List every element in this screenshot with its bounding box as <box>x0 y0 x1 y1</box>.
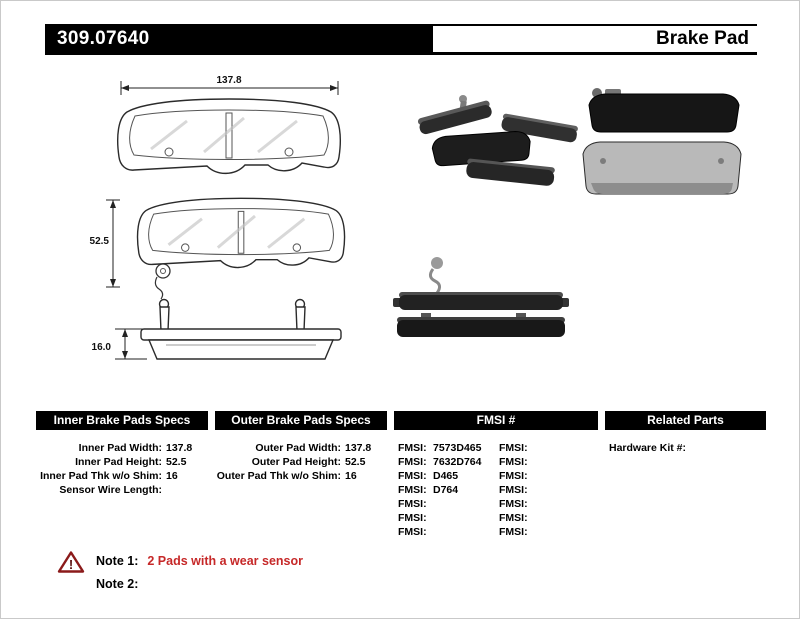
spec-value: 16 <box>345 470 357 482</box>
spec-row: Outer Pad Thk w/o Shim: 16 <box>215 469 387 483</box>
pad-side-profile-drawing <box>141 300 341 360</box>
spec-value: 137.8 <box>345 442 372 454</box>
fmsi-label: FMSI: <box>499 484 528 496</box>
inner-specs-rows: Inner Pad Width: 137.8 Inner Pad Height: 5… <box>36 441 208 497</box>
fmsi-value: D764 <box>433 484 459 496</box>
svg-text:!: ! <box>69 557 73 572</box>
warning-triangle-icon: ! <box>57 550 85 579</box>
fmsi-label: FMSI: <box>499 526 528 538</box>
inner-specs-section: Inner Brake Pads Specs Inner Pad Width: 1… <box>36 411 208 497</box>
product-type-area: Brake Pad <box>433 26 757 52</box>
note-2: Note 2: <box>96 577 147 591</box>
related-parts-section: Related Parts Hardware Kit #: <box>605 411 766 455</box>
spec-label: Outer Pad Thk w/o Shim: <box>216 470 341 482</box>
note-1-label: Note 1: <box>96 554 139 568</box>
inner-specs-header: Inner Brake Pads Specs <box>36 411 208 430</box>
note-2-label: Note 2: <box>96 577 139 591</box>
product-photo-pad-pair <box>583 88 741 194</box>
pad-front-drawing <box>116 97 342 175</box>
fmsi-column-2: FMSI: FMSI: FMSI: FMSI: FMSI: FMSI: FMSI… <box>495 441 596 539</box>
fmsi-row: FMSI: <box>398 497 495 511</box>
dimension-line-width <box>121 81 338 95</box>
fmsi-value: 7573D465 <box>433 442 482 454</box>
product-photo-pads-edge <box>393 257 569 337</box>
fmsi-value: D465 <box>433 470 459 482</box>
fmsi-row: FMSI: D465 <box>398 469 495 483</box>
fmsi-label: FMSI: <box>499 470 528 482</box>
related-row: Hardware Kit #: <box>605 441 766 455</box>
spec-label: Sensor Wire Length: <box>59 484 162 496</box>
related-parts-header: Related Parts <box>605 411 766 430</box>
spec-row: Inner Pad Height: 52.5 <box>36 455 208 469</box>
dimension-width-label: 137.8 <box>216 75 242 86</box>
part-number: 309.07640 <box>57 28 150 49</box>
header: 309.07640 Brake Pad <box>45 24 757 55</box>
outer-specs-rows: Outer Pad Width: 137.8 Outer Pad Height: 5… <box>215 441 387 483</box>
part-number-bar: 309.07640 <box>45 26 433 52</box>
spec-row: Outer Pad Width: 137.8 <box>215 441 387 455</box>
spec-label: Inner Pad Thk w/o Shim: <box>40 470 162 482</box>
fmsi-row: FMSI: <box>499 497 596 511</box>
spec-label: Outer Pad Width: <box>255 442 341 454</box>
note-1-text: 2 Pads with a wear sensor <box>147 554 303 568</box>
spec-row: Inner Pad Width: 137.8 <box>36 441 208 455</box>
fmsi-label: FMSI: <box>398 512 427 524</box>
fmsi-columns: FMSI: 7573D465 FMSI: 7632D764 FMSI: D465 FM… <box>394 441 598 539</box>
fmsi-column-1: FMSI: 7573D465 FMSI: 7632D764 FMSI: D465 FM… <box>394 441 495 539</box>
fmsi-section: FMSI # FMSI: 7573D465 FMSI: 7632D764 FMSI:… <box>394 411 598 539</box>
fmsi-label: FMSI: <box>398 526 427 538</box>
technical-drawings <box>1 61 800 411</box>
fmsi-label: FMSI: <box>398 498 427 510</box>
fmsi-value: 7632D764 <box>433 456 482 468</box>
fmsi-row: FMSI: <box>499 441 596 455</box>
spec-row: Outer Pad Height: 52.5 <box>215 455 387 469</box>
pad-shim-drawing <box>136 196 346 299</box>
fmsi-label: FMSI: <box>398 484 427 496</box>
fmsi-row: FMSI: <box>499 525 596 539</box>
spec-label: Inner Pad Width: <box>78 442 162 454</box>
outer-specs-header: Outer Brake Pads Specs <box>215 411 387 430</box>
spec-value: 52.5 <box>345 456 366 468</box>
spec-label: Inner Pad Height: <box>75 456 162 468</box>
spec-value: 52.5 <box>166 456 187 468</box>
fmsi-row: FMSI: <box>499 469 596 483</box>
fmsi-row: FMSI: <box>499 483 596 497</box>
fmsi-row: FMSI: 7573D465 <box>398 441 495 455</box>
fmsi-row: FMSI: D764 <box>398 483 495 497</box>
fmsi-header: FMSI # <box>394 411 598 430</box>
spec-row: Sensor Wire Length: <box>36 483 208 497</box>
fmsi-row: FMSI: <box>398 511 495 525</box>
spec-value: 137.8 <box>166 442 193 454</box>
fmsi-row: FMSI: <box>499 455 596 469</box>
related-parts-rows: Hardware Kit #: <box>605 441 766 455</box>
fmsi-label: FMSI: <box>398 442 427 454</box>
dimension-height-label: 52.5 <box>89 236 109 247</box>
fmsi-label: FMSI: <box>499 498 528 510</box>
fmsi-row: FMSI: <box>398 525 495 539</box>
fmsi-label: FMSI: <box>499 456 528 468</box>
spec-row: Inner Pad Thk w/o Shim: 16 <box>36 469 208 483</box>
spec-value: 16 <box>166 470 178 482</box>
fmsi-label: FMSI: <box>499 442 528 454</box>
dimension-thickness-label: 16.0 <box>91 342 111 353</box>
fmsi-label: FMSI: <box>398 470 427 482</box>
fmsi-row: FMSI: 7632D764 <box>398 455 495 469</box>
fmsi-row: FMSI: <box>499 511 596 525</box>
note-1: Note 1: 2 Pads with a wear sensor <box>96 554 303 568</box>
spec-label: Outer Pad Height: <box>251 456 341 468</box>
fmsi-label: FMSI: <box>398 456 427 468</box>
fmsi-label: FMSI: <box>499 512 528 524</box>
related-label: Hardware Kit #: <box>609 442 687 454</box>
outer-specs-section: Outer Brake Pads Specs Outer Pad Width: 1… <box>215 411 387 483</box>
page-title: Brake Pad <box>656 28 749 49</box>
product-photo-pads-scattered <box>417 95 578 186</box>
wear-sensor-drawing <box>155 264 170 299</box>
dimension-line-height <box>106 200 120 287</box>
